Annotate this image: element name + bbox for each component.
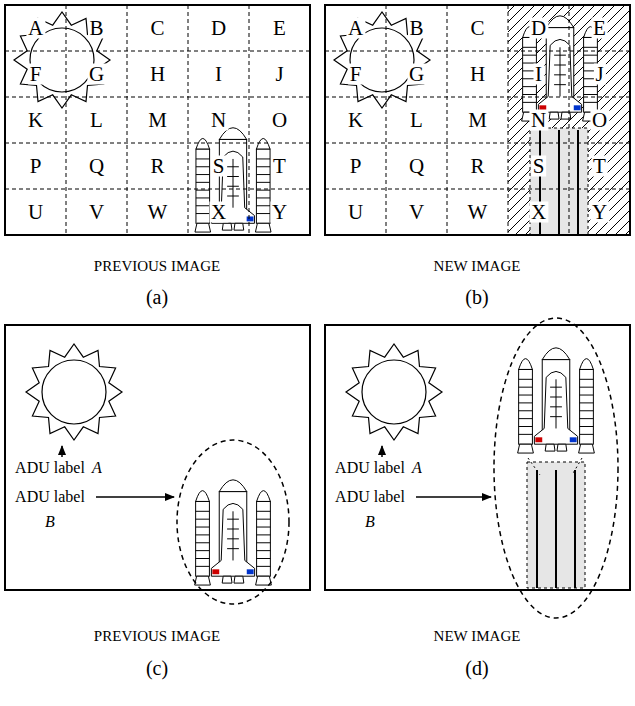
grid-letter: Y bbox=[590, 202, 609, 223]
grid-letter: M bbox=[146, 110, 169, 131]
grid-letter: E bbox=[271, 18, 288, 39]
callout-label: B bbox=[45, 514, 55, 530]
image-caption: PREVIOUS IMAGE bbox=[94, 629, 220, 644]
grid-letter: E bbox=[591, 18, 608, 39]
grid-letter: R bbox=[468, 156, 486, 177]
grid-letter: S bbox=[211, 156, 227, 177]
grid-letter: J bbox=[273, 64, 285, 85]
grid-letter: Y bbox=[270, 202, 289, 223]
grid-letter: M bbox=[466, 110, 489, 131]
grid-letter: S bbox=[531, 156, 547, 177]
grid-letter: J bbox=[593, 64, 605, 85]
callout-label: B bbox=[365, 514, 375, 530]
grid-letter: N bbox=[529, 110, 548, 131]
grid-letter: A bbox=[346, 18, 365, 39]
grid-letter: H bbox=[148, 64, 167, 85]
grid-letter: I bbox=[213, 64, 224, 85]
grid-letter: C bbox=[468, 18, 486, 39]
grid-letter: T bbox=[591, 156, 608, 177]
grid-letter: D bbox=[529, 18, 548, 39]
subfigure-label: (d) bbox=[465, 658, 488, 678]
grid-letter: L bbox=[408, 110, 425, 131]
callout-label: ADU label bbox=[335, 489, 405, 505]
grid-letter: D bbox=[209, 18, 228, 39]
grid-letter: I bbox=[533, 64, 544, 85]
grid-letter: F bbox=[28, 64, 44, 85]
grid-letter: C bbox=[148, 18, 166, 39]
callout-label: A bbox=[412, 460, 422, 476]
image-caption: NEW IMAGE bbox=[434, 259, 521, 274]
grid-letter: K bbox=[26, 110, 45, 131]
grid-letter: W bbox=[146, 202, 170, 223]
callout-label: ADU label bbox=[335, 460, 405, 476]
grid-letter: F bbox=[348, 64, 364, 85]
grid-letter: L bbox=[88, 110, 105, 131]
image-caption: NEW IMAGE bbox=[434, 629, 521, 644]
subfigure-label: (c) bbox=[146, 658, 168, 678]
grid-letter: G bbox=[87, 64, 106, 85]
grid-letter: G bbox=[407, 64, 426, 85]
grid-letter: T bbox=[271, 156, 288, 177]
grid-letter: N bbox=[209, 110, 228, 131]
grid-letter: P bbox=[28, 156, 44, 177]
image-caption: PREVIOUS IMAGE bbox=[94, 259, 220, 274]
callout-label: ADU label bbox=[15, 460, 85, 476]
grid-letter: X bbox=[209, 202, 228, 223]
grid-letter: R bbox=[148, 156, 166, 177]
grid-letter: U bbox=[346, 202, 365, 223]
callout-label: ADU label bbox=[15, 489, 85, 505]
grid-letter: A bbox=[26, 18, 45, 39]
grid-letter: B bbox=[407, 18, 425, 39]
grid-letter: V bbox=[87, 202, 106, 223]
grid-letter: Q bbox=[87, 156, 106, 177]
callout-label: A bbox=[92, 460, 102, 476]
subfigure-label: (a) bbox=[146, 287, 168, 307]
grid-letter: O bbox=[270, 110, 289, 131]
grid-letter: H bbox=[468, 64, 487, 85]
grid-letter: U bbox=[26, 202, 45, 223]
grid-letter: W bbox=[466, 202, 490, 223]
grid-letter: V bbox=[407, 202, 426, 223]
grid-letter: X bbox=[529, 202, 548, 223]
grid-letter: K bbox=[346, 110, 365, 131]
grid-letter: Q bbox=[407, 156, 426, 177]
subfigure-label: (b) bbox=[465, 287, 488, 307]
grid-letter: B bbox=[87, 18, 105, 39]
grid-letter: P bbox=[348, 156, 364, 177]
grid-letter: O bbox=[590, 110, 609, 131]
